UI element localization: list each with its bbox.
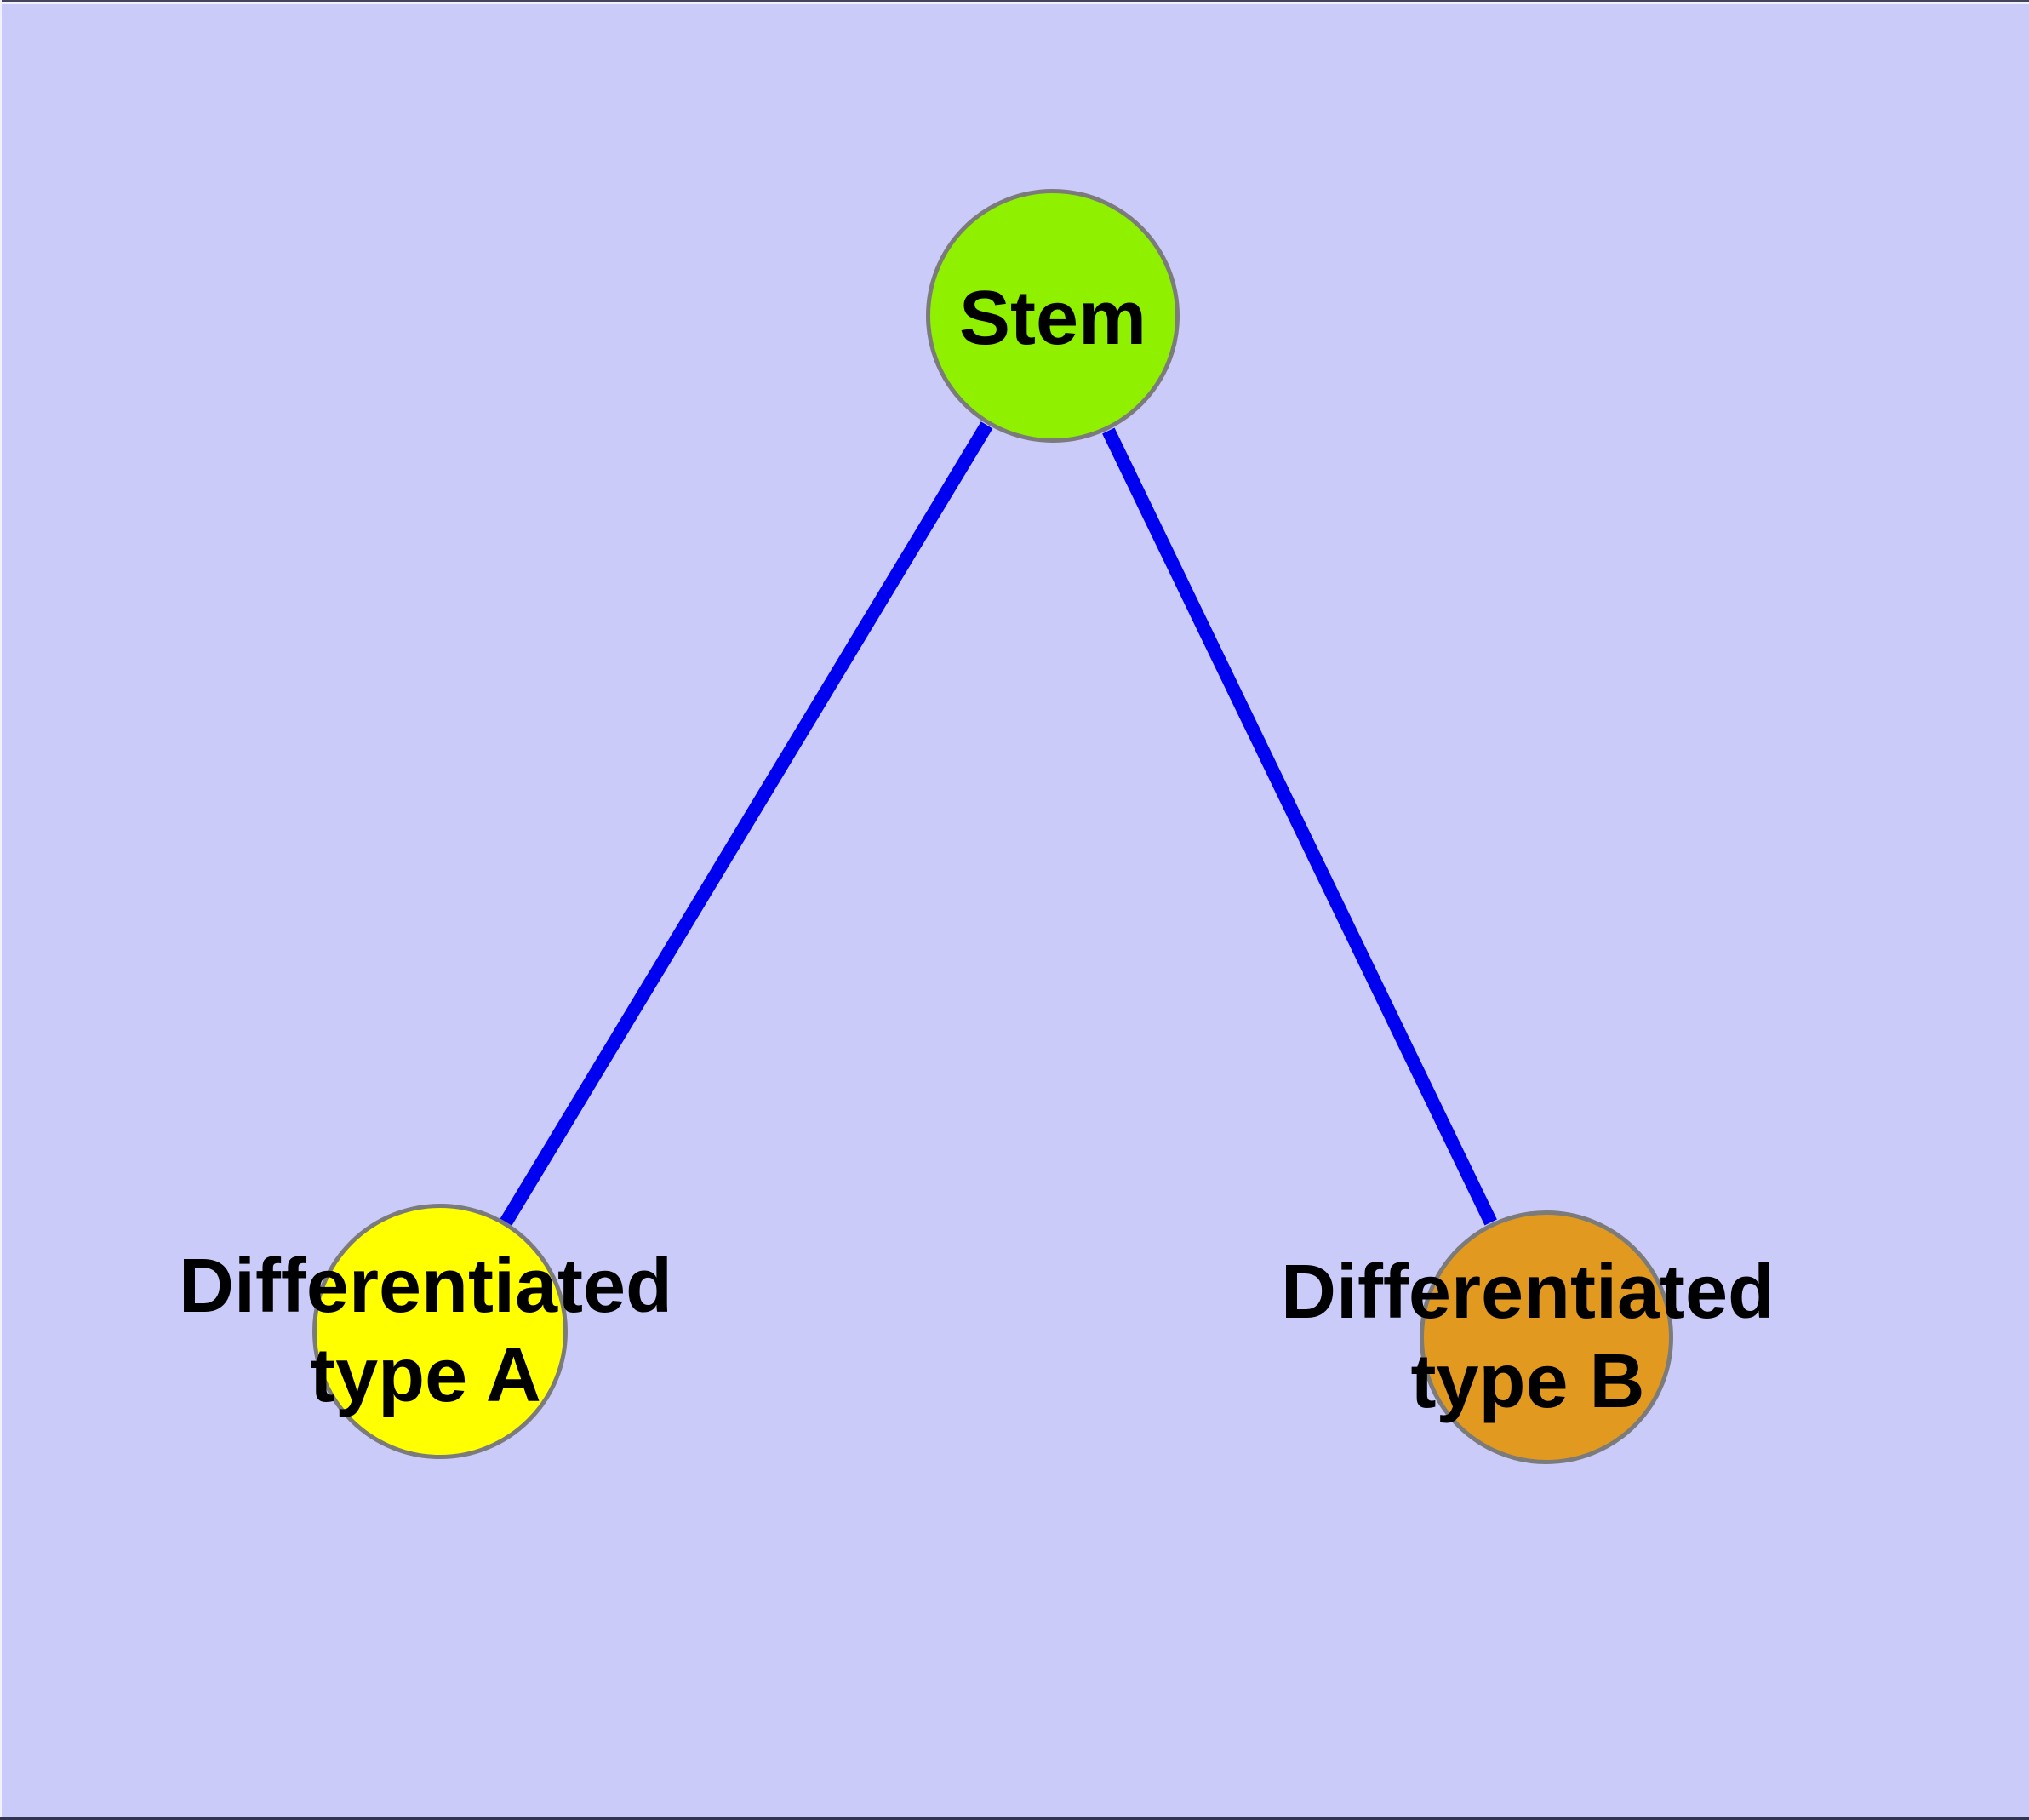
node-differentiated-type-a: [312, 1204, 568, 1459]
edge-stem-to-type-a: [500, 421, 993, 1226]
window-border-bottom: [0, 1817, 2029, 1820]
node-stem: [926, 189, 1180, 443]
node-label-stem: Stem: [958, 276, 1147, 361]
window-border-top: [0, 0, 2029, 2]
node-differentiated-type-b: [1420, 1210, 1673, 1464]
edge-stem-to-type-b: [1102, 427, 1497, 1226]
window-border-top-highlight: [0, 2, 2029, 4]
window-border-left-highlight: [0, 0, 2, 1820]
node-label-differentiated-type-b: Differentiated type B: [1280, 1250, 1775, 1424]
node-label-differentiated-type-a: Differentiated type A: [178, 1244, 673, 1418]
